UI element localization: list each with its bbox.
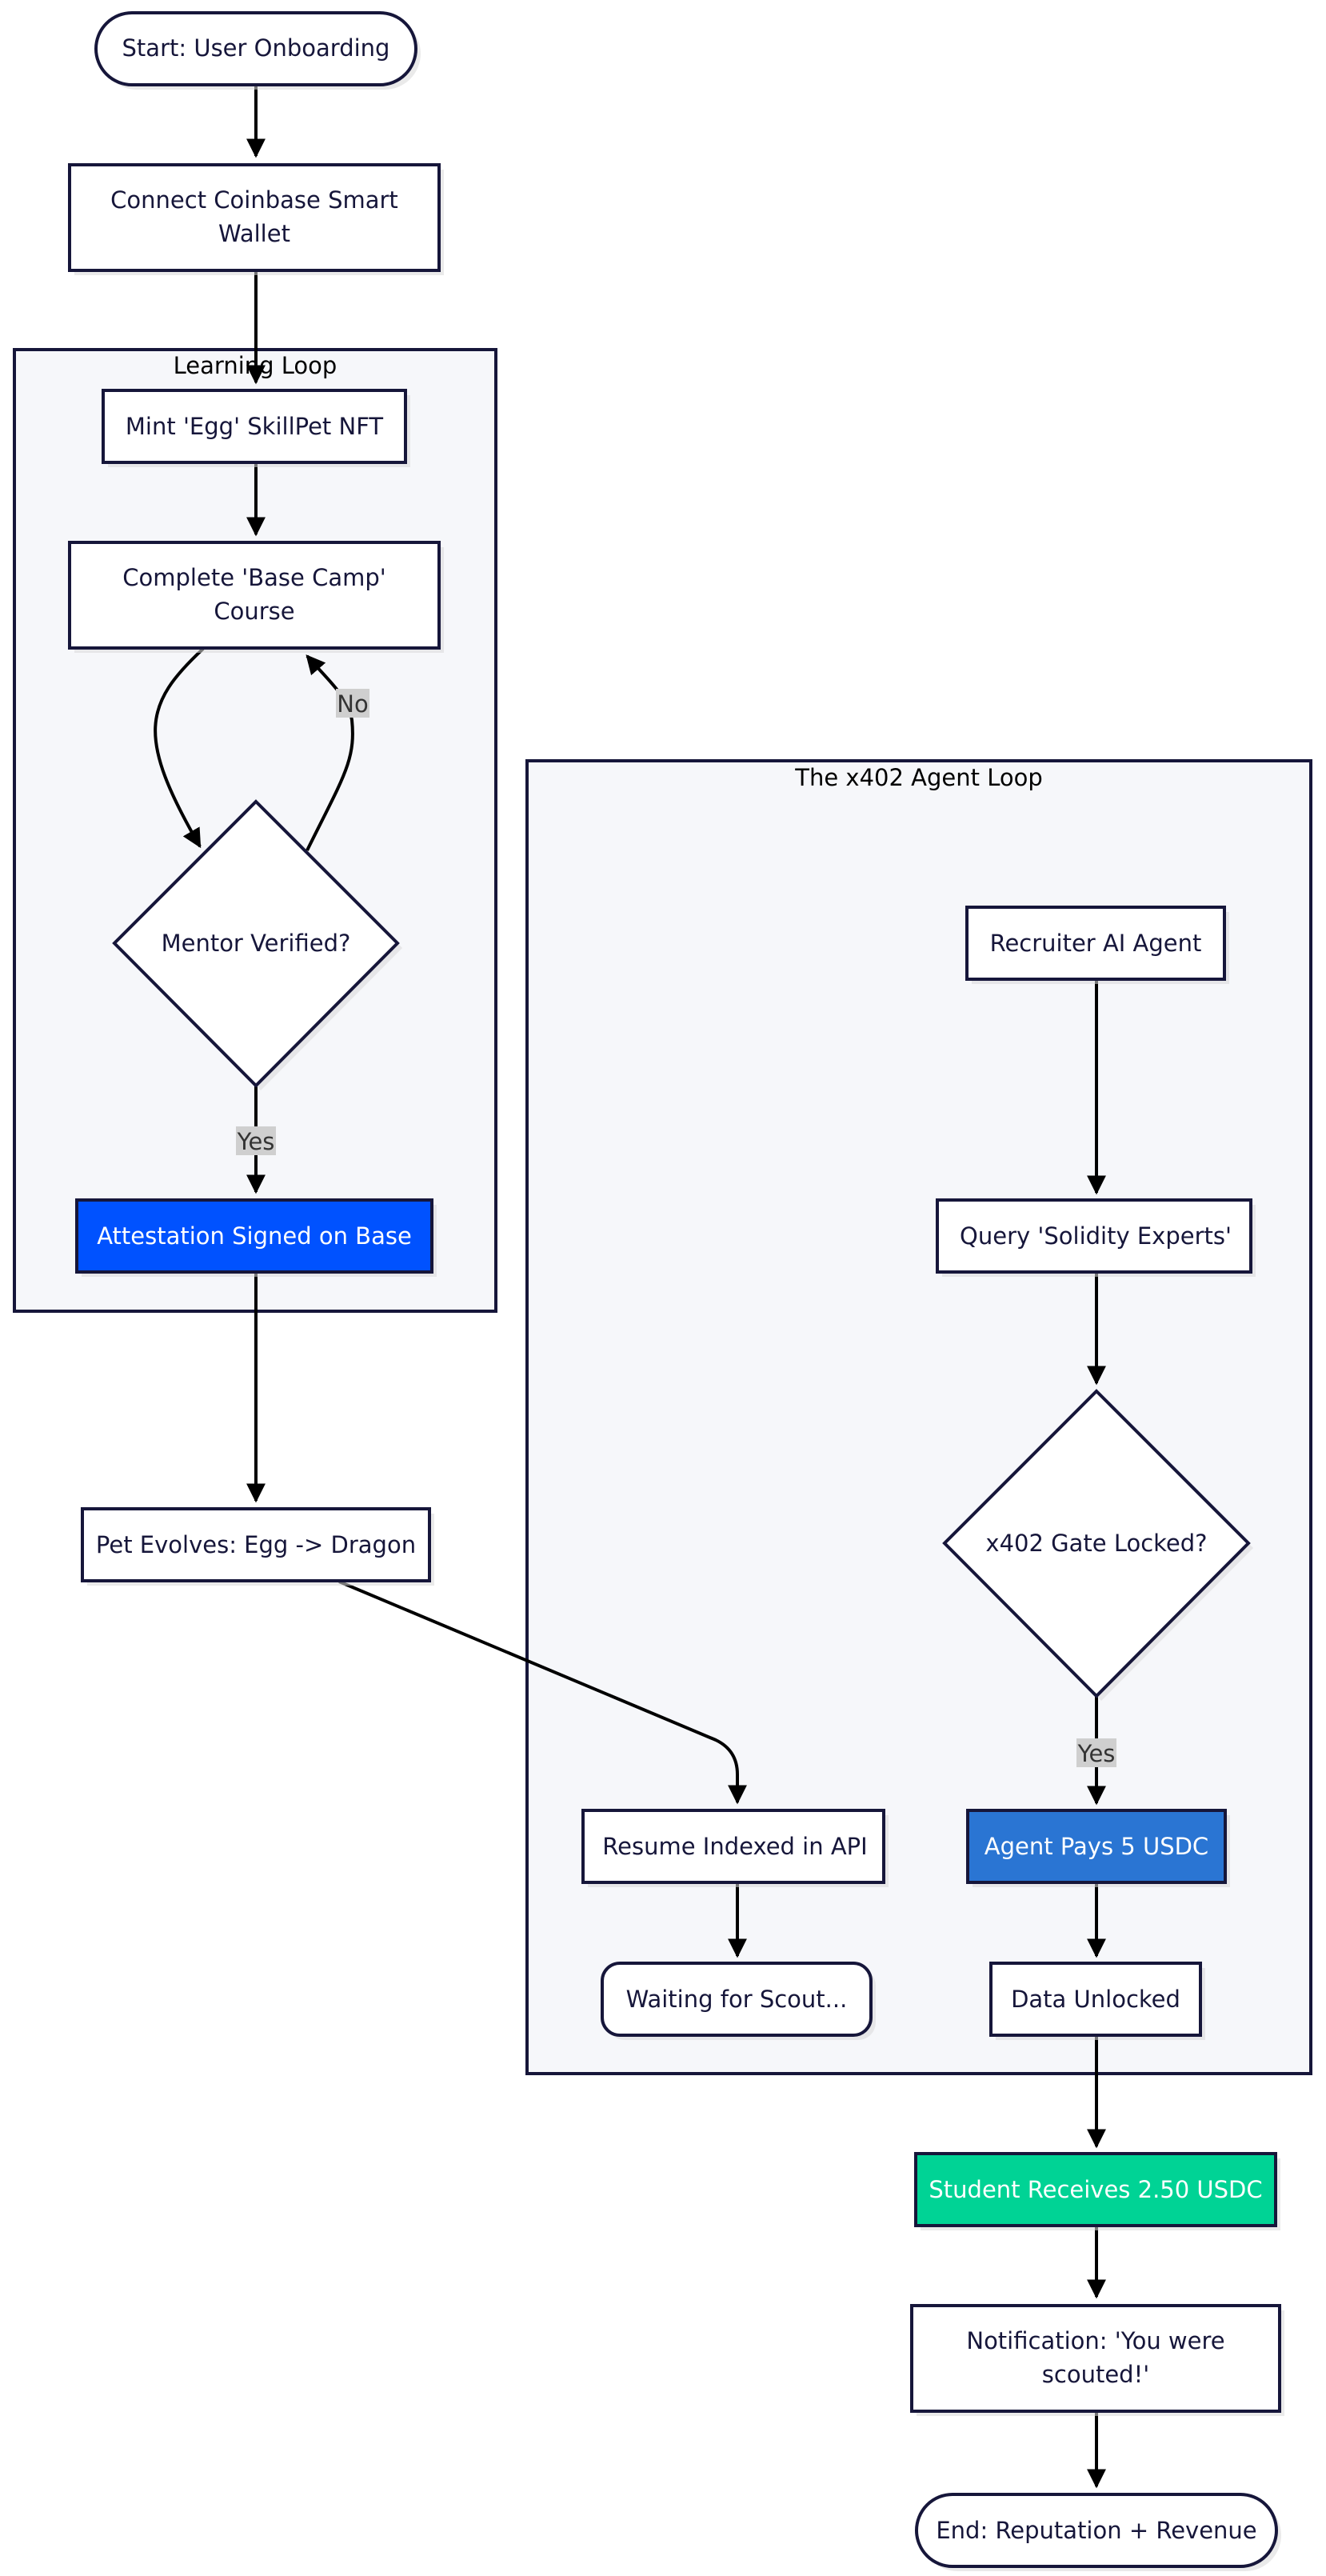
node-mentor-verified-label: Mentor Verified? [162, 930, 351, 957]
node-notification: Notification: 'You were scouted!' [910, 2304, 1284, 2416]
node-start: Start: User Onboarding [94, 11, 421, 90]
node-complete-course-line1: Complete 'Base Camp' [122, 564, 385, 591]
node-x402-gate: x402 Gate Locked? [942, 1389, 1253, 1701]
edge-label-no-text: No [337, 690, 368, 718]
node-query: Query 'Solidity Experts' [936, 1198, 1256, 1277]
node-agent-pays: Agent Pays 5 USDC [966, 1809, 1230, 1887]
node-start-label: Start: User Onboarding [122, 34, 390, 62]
node-query-label: Query 'Solidity Experts' [960, 1222, 1232, 1250]
edge-label-no: No [336, 689, 369, 718]
node-waiting-scout-label: Waiting for Scout... [626, 1986, 848, 2013]
node-student-receives-label: Student Receives 2.50 USDC [929, 2176, 1262, 2203]
node-notification-line2: scouted!' [1042, 2361, 1149, 2388]
node-mint-nft-label: Mint 'Egg' SkillPet NFT [126, 413, 383, 440]
edge-mentor-course-no [306, 654, 354, 851]
node-end-label: End: Reputation + Revenue [936, 2517, 1256, 2544]
node-student-receives: Student Receives 2.50 USDC [914, 2152, 1280, 2230]
edge-label-yes-gate-text: Yes [1077, 1740, 1116, 1767]
node-waiting-scout: Waiting for Scout... [601, 1962, 876, 2040]
node-agent-pays-label: Agent Pays 5 USDC [985, 1833, 1208, 1860]
node-data-unlocked: Data Unlocked [989, 1962, 1205, 2040]
node-connect-wallet: Connect Coinbase Smart Wallet [68, 163, 444, 275]
node-resume-indexed: Resume Indexed in API [581, 1809, 889, 1887]
node-resume-indexed-label: Resume Indexed in API [602, 1833, 867, 1860]
node-notification-line1: Notification: 'You were [966, 2327, 1224, 2354]
node-pet-evolves: Pet Evolves: Egg -> Dragon [81, 1507, 434, 1586]
node-pet-evolves-label: Pet Evolves: Egg -> Dragon [96, 1531, 416, 1558]
edge-label-yes-mentor: Yes [236, 1126, 276, 1155]
node-recruiter-label: Recruiter AI Agent [990, 930, 1202, 957]
node-student-receives-box [914, 2152, 1277, 2227]
node-mint-nft: Mint 'Egg' SkillPet NFT [102, 389, 410, 467]
node-complete-course: Complete 'Base Camp' Course [68, 541, 444, 653]
node-connect-wallet-line2: Wallet [218, 220, 290, 247]
node-end: End: Reputation + Revenue [915, 2493, 1281, 2571]
group-agent-loop-title: The x402 Agent Loop [794, 764, 1042, 791]
node-complete-course-line2: Course [214, 598, 294, 625]
node-x402-gate-label: x402 Gate Locked? [985, 1530, 1207, 1557]
node-attestation-label: Attestation Signed on Base [97, 1222, 412, 1250]
edge-evolves-resume [338, 1580, 747, 1805]
edge-course-mentor [154, 647, 205, 849]
edge-label-yes-mentor-text: Yes [237, 1128, 275, 1155]
node-recruiter: Recruiter AI Agent [965, 906, 1229, 984]
node-connect-wallet-line1: Connect Coinbase Smart [110, 186, 398, 214]
node-agent-pays-box [966, 1809, 1227, 1884]
edge-label-yes-gate: Yes [1076, 1738, 1116, 1767]
node-data-unlocked-label: Data Unlocked [1011, 1986, 1180, 2013]
node-mentor-verified: Mentor Verified? [112, 799, 402, 1090]
node-attestation-box [75, 1198, 433, 1274]
node-attestation: Attestation Signed on Base [75, 1198, 437, 1277]
